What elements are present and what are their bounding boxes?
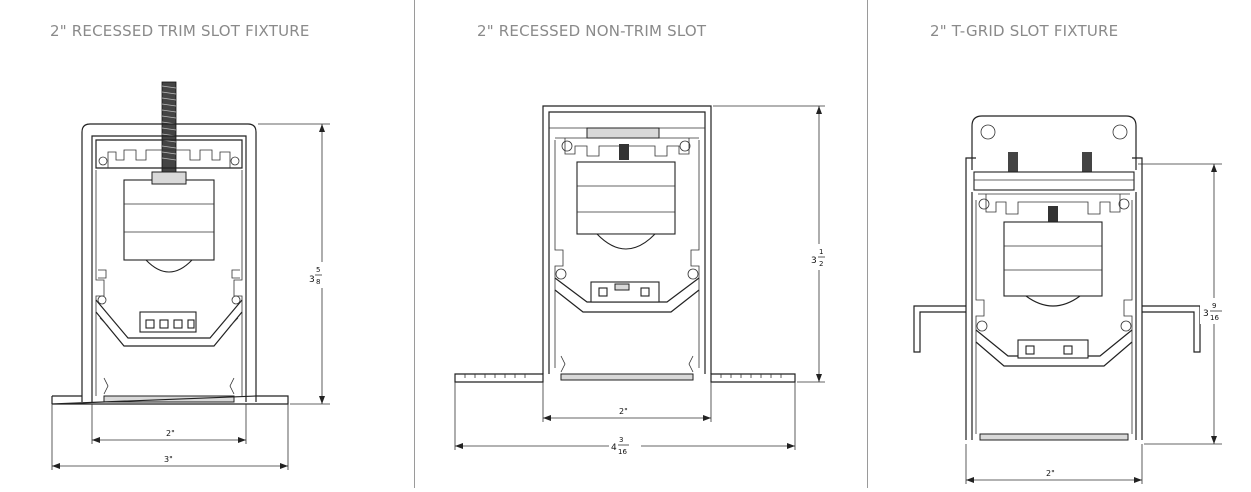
inner-width-label: 2" bbox=[619, 407, 628, 416]
divider bbox=[867, 0, 868, 488]
outer-width-whole: 4 bbox=[611, 443, 617, 453]
housing bbox=[51, 123, 289, 405]
height-dimension: 3 1 2 bbox=[713, 105, 831, 383]
outer-width-numerator: 3 bbox=[619, 436, 623, 444]
inner-width-label: 2" bbox=[166, 429, 175, 438]
height-whole: 3 bbox=[309, 275, 315, 285]
height-dimension: 3 5 8 bbox=[258, 123, 330, 405]
panel-title: 2" RECESSED TRIM SLOT FIXTURE bbox=[50, 22, 310, 40]
outer-width-label: 3" bbox=[164, 455, 173, 464]
height-numerator: 5 bbox=[316, 266, 320, 274]
outer-width-dimension: 4 3 16 bbox=[454, 382, 796, 456]
inner-width-dimension: 2" bbox=[542, 382, 712, 422]
height-denominator: 8 bbox=[316, 278, 320, 286]
inner-width-dimension: 2" bbox=[965, 444, 1143, 484]
height-denominator: 2 bbox=[819, 260, 823, 268]
outer-width-denominator: 16 bbox=[618, 448, 627, 456]
panel-t-grid: 2" T-GRID SLOT FIXTURE bbox=[868, 0, 1251, 492]
threaded-rod bbox=[161, 81, 177, 183]
height-denominator: 16 bbox=[1210, 314, 1219, 322]
inner-width-label: 2" bbox=[1046, 469, 1055, 478]
divider bbox=[414, 0, 415, 488]
inner-width-dimension: 2" bbox=[91, 404, 247, 444]
recessed-non-trim-drawing: 3 1 2 2" 4 3 16 bbox=[454, 105, 831, 456]
panel-recessed-non-trim: 2" RECESSED NON-TRIM SLOT bbox=[415, 0, 867, 492]
panel-title: 2" RECESSED NON-TRIM SLOT bbox=[477, 22, 707, 40]
height-numerator: 1 bbox=[819, 248, 823, 256]
panel-recessed-trim: 2" RECESSED TRIM SLOT FIXTURE bbox=[0, 0, 414, 492]
housing bbox=[454, 105, 796, 383]
panel-title: 2" T-GRID SLOT FIXTURE bbox=[930, 22, 1119, 40]
outer-width-dimension: 3" bbox=[51, 404, 289, 470]
housing bbox=[913, 115, 1201, 441]
height-numerator: 9 bbox=[1212, 302, 1216, 310]
height-whole: 3 bbox=[811, 256, 817, 266]
recessed-trim-drawing: 3 5 8 2" 3" bbox=[51, 81, 330, 470]
t-grid-drawing: 3 9 16 2" bbox=[913, 115, 1230, 484]
height-whole: 3 bbox=[1203, 309, 1209, 319]
height-dimension: 3 9 16 bbox=[1138, 163, 1230, 445]
